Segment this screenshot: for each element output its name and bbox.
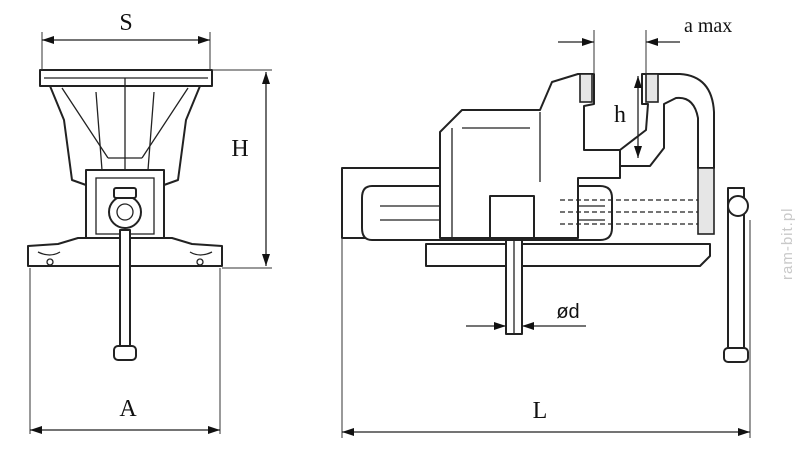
dimension-a-max-label: a max bbox=[684, 15, 732, 37]
side-movable-jaw bbox=[619, 73, 715, 169]
dimension-h-label: h bbox=[614, 102, 626, 128]
side-view: a max h ød L bbox=[341, 15, 751, 438]
dimension-d-label: ød bbox=[556, 301, 579, 323]
side-base bbox=[425, 243, 711, 267]
side-inner-block bbox=[489, 195, 535, 239]
front-screw-nut bbox=[108, 195, 142, 229]
dimension-A-label: A bbox=[119, 396, 137, 422]
watermark-text: ram-bit.pl bbox=[779, 207, 796, 280]
front-view: S H A bbox=[27, 10, 272, 434]
dimension-L-label: L bbox=[533, 398, 548, 424]
front-handle bbox=[119, 229, 131, 353]
side-fixed-jaw bbox=[439, 73, 621, 239]
dimension-S-label: S bbox=[119, 10, 132, 36]
dimension-H-label: H bbox=[231, 136, 248, 162]
